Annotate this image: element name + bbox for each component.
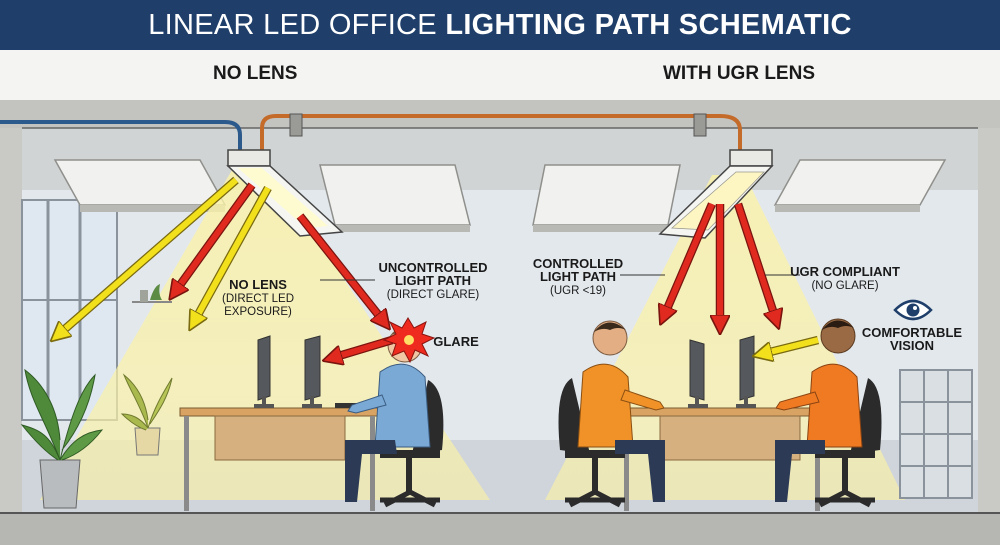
ugr-compliant-label: UGR COMPLIANT: [790, 264, 900, 279]
ceiling-panel: [532, 164, 681, 232]
blue-conduit: [0, 120, 242, 150]
view-arrow: [762, 337, 819, 354]
desk: [619, 407, 826, 511]
orange-conduit: [260, 114, 742, 150]
title-light: LINEAR LED OFFICE: [148, 9, 437, 41]
ugr-compliant-sub: (NO GLARE): [811, 280, 878, 292]
uncontrolled-sub: (DIRECT GLARE): [387, 289, 480, 301]
plant-icon: [20, 368, 104, 509]
ceiling-panel: [773, 159, 947, 212]
eye-icon: [893, 299, 933, 321]
title-bold: LIGHTING PATH SCHEMATIC: [445, 9, 852, 41]
controlled-label: CONTROLLED: [533, 256, 623, 271]
monitor-icon: [688, 339, 708, 408]
monitor-icon: [302, 335, 322, 408]
desk: [179, 407, 381, 511]
controlled-label-2: LIGHT PATH: [540, 269, 616, 284]
keyboard: [335, 403, 367, 408]
glare-arrow: [332, 337, 393, 358]
monitor-icon: [254, 335, 274, 408]
right-section-heading: WITH UGR LENS: [663, 63, 815, 84]
uncontrolled-label: UNCONTROLLED: [378, 260, 487, 275]
left-section-heading: NO LENS: [213, 63, 298, 84]
light-arrow: [194, 186, 271, 322]
shelving-unit: [899, 369, 973, 499]
no-lens-sub-2: EXPOSURE): [224, 306, 292, 318]
ugr-fixture-icon: [658, 149, 774, 239]
glare-label: GLARE: [433, 334, 479, 349]
glare-arrow: [175, 183, 255, 292]
title-banner: LINEAR LED OFFICE LIGHTING PATH SCHEMATI…: [0, 0, 1000, 50]
no-lens-sub-1: (DIRECT LED: [222, 293, 294, 305]
controlled-arrow: [735, 203, 776, 320]
controlled-sub: (UGR <19): [550, 285, 606, 297]
led-fixture-icon: [226, 149, 344, 237]
comfortable-label-2: VISION: [890, 338, 934, 353]
ceiling-panel: [53, 159, 227, 212]
floor-slab: [0, 513, 1000, 545]
light-arrow: [58, 177, 238, 335]
uncontrolled-label-2: LIGHT PATH: [395, 273, 471, 288]
right-office-worker-2: [775, 318, 863, 502]
plant-icon: [120, 373, 173, 456]
right-office-worker-1: [577, 320, 665, 502]
comfortable-label: COMFORTABLE: [862, 325, 962, 340]
controlled-arrow: [664, 202, 715, 316]
no-lens-label: NO LENS: [229, 277, 287, 292]
ceiling-panel: [319, 164, 471, 232]
glare-arrow: [297, 214, 384, 322]
